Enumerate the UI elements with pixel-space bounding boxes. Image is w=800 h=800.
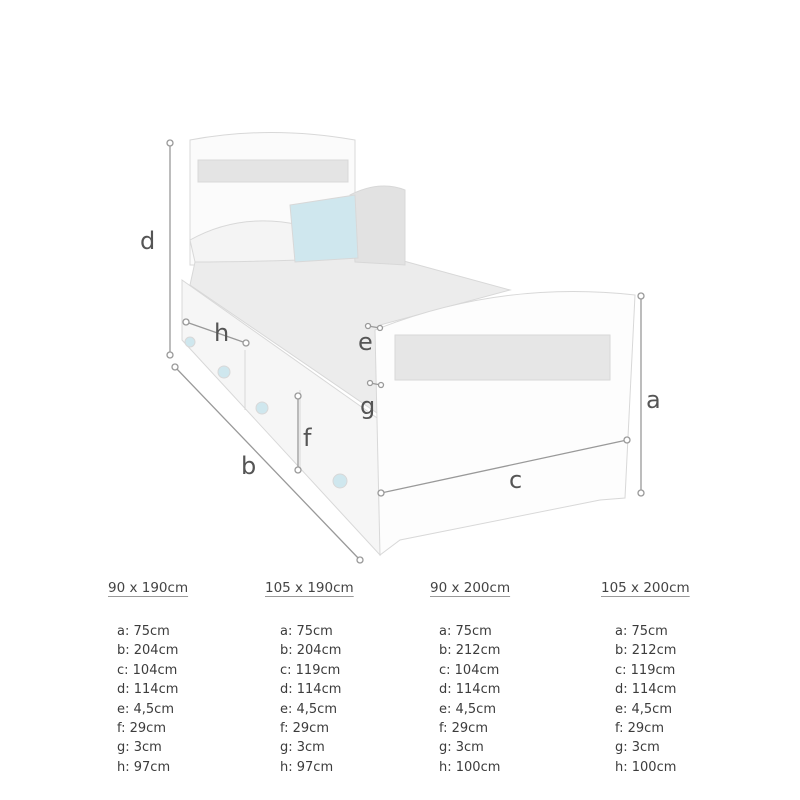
dimension-row: g: 3cm (117, 740, 162, 756)
size-column-105x190: 105 x 190cm a: 75cm b: 204cm c: 119cm d:… (265, 580, 354, 777)
dimension-row: a: 75cm (615, 624, 668, 639)
size-title: 90 x 190cm (108, 580, 189, 596)
size-title: 105 x 200cm (601, 580, 690, 596)
dimension-row: f: 29cm (280, 721, 329, 737)
size-title: 90 x 200cm (430, 580, 511, 596)
dimension-row: a: 75cm (439, 624, 492, 639)
dimension-row: h: 100cm (439, 759, 501, 775)
dimension-row: c: 119cm (615, 662, 676, 678)
dimension-row: d: 114cm (280, 682, 342, 698)
bed-dimension-diagram: d a c b h f e g (140, 132, 661, 564)
dim-label-g: g (360, 392, 375, 420)
dimension-row: b: 212cm (439, 643, 501, 659)
dimension-row: f: 29cm (615, 721, 664, 737)
dim-label-c: c (509, 466, 522, 494)
dimension-row: b: 204cm (117, 643, 179, 659)
dimension-row: e: 4,5cm (280, 701, 337, 717)
dim-label-a: a (646, 386, 661, 414)
dimension-row: g: 3cm (280, 740, 325, 756)
dimension-row: a: 75cm (117, 624, 170, 639)
dimension-row: a: 75cm (280, 624, 333, 639)
dimension-row: d: 114cm (117, 682, 179, 698)
dim-label-d: d (140, 227, 155, 255)
dimension-row: c: 104cm (439, 662, 500, 678)
dimension-row: g: 3cm (439, 740, 484, 756)
dimension-row: h: 100cm (615, 759, 677, 775)
dim-label-e: e (358, 328, 373, 356)
dimension-row: d: 114cm (439, 682, 501, 698)
size-title: 105 x 190cm (265, 580, 354, 596)
dimension-row: c: 119cm (280, 662, 341, 678)
size-column-105x200: 105 x 200cm a: 75cm b: 212cm c: 119cm d:… (601, 580, 690, 777)
dim-label-b: b (241, 452, 256, 480)
dimension-row: e: 4,5cm (615, 701, 672, 717)
dim-label-h: h (214, 319, 229, 347)
dimension-row: c: 104cm (117, 662, 178, 678)
size-column-90x200: 90 x 200cm a: 75cm b: 212cm c: 104cm d: … (430, 580, 510, 777)
dimension-row: h: 97cm (117, 759, 171, 775)
dimension-row: e: 4,5cm (117, 701, 174, 717)
dim-label-f: f (303, 424, 312, 452)
dimension-row: g: 3cm (615, 740, 660, 756)
bed-illustration (181, 132, 636, 557)
dimension-lines (166, 139, 645, 564)
dimension-row: e: 4,5cm (439, 701, 496, 717)
dimension-row: b: 212cm (615, 643, 677, 659)
dimension-row: b: 204cm (280, 643, 342, 659)
dimension-row: d: 114cm (615, 682, 677, 698)
dimension-row: h: 97cm (280, 759, 334, 775)
dimension-row: f: 29cm (439, 721, 488, 737)
dimension-row: f: 29cm (117, 721, 166, 737)
size-column-90x190: 90 x 190cm a: 75cm b: 204cm c: 104cm d: … (108, 580, 188, 777)
